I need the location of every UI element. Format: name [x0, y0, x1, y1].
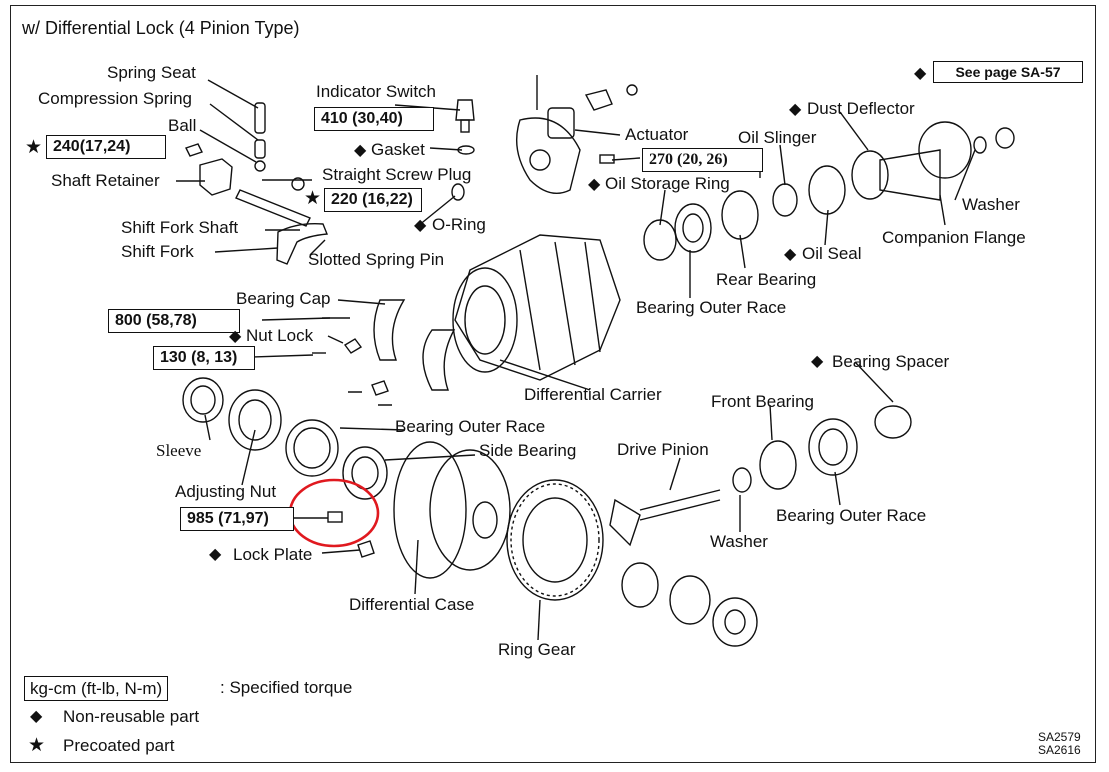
label-sleeve: Sleeve	[156, 441, 202, 460]
label-dust-deflector: Dust Deflector	[807, 99, 915, 118]
label-straight-screw-plug: Straight Screw Plug	[322, 165, 472, 184]
diamond-icon: ◆	[354, 142, 367, 159]
label-bearing-spacer: Bearing Spacer	[832, 352, 950, 371]
figure-code-1: SA2579	[1038, 730, 1081, 744]
diamond-icon: ◆	[229, 328, 242, 345]
label-actuator: Actuator	[625, 125, 689, 144]
label-washer-top: Washer	[962, 195, 1020, 214]
legend-precoated: Precoated part	[63, 736, 175, 755]
label-differential-carrier: Differential Carrier	[524, 385, 662, 404]
label-gasket: Gasket	[371, 140, 425, 159]
diamond-icon: ◆	[789, 101, 802, 118]
label-spring-seat: Spring Seat	[107, 63, 196, 82]
actuator-art	[515, 75, 638, 194]
label-rear-bearing: Rear Bearing	[716, 270, 817, 289]
label-bearing-outer-race-mid: Bearing Outer Race	[395, 417, 546, 436]
label-indicator-switch: Indicator Switch	[316, 82, 436, 101]
label-bearing-outer-race-top: Bearing Outer Race	[636, 298, 787, 317]
bearing-caps-art	[312, 299, 456, 406]
diamond-icon: ◆	[784, 246, 797, 263]
differential-case-art	[393, 441, 511, 579]
figure-code-2: SA2616	[1038, 743, 1081, 757]
torque-985: 985 (71,97)	[180, 507, 294, 531]
label-o-ring: O-Ring	[432, 215, 486, 234]
label-front-bearing: Front Bearing	[711, 392, 814, 411]
label-adjusting-nut: Adjusting Nut	[175, 482, 277, 501]
diamond-icon: ◆	[588, 176, 601, 193]
differential-carrier-art	[452, 234, 621, 381]
see-page-reference[interactable]: See page SA-57	[933, 61, 1083, 83]
label-companion-flange: Companion Flange	[882, 228, 1026, 247]
label-slotted-spring-pin: Slotted Spring Pin	[308, 250, 445, 269]
drive-pinion-art	[609, 405, 912, 647]
diamond-icon: ◆	[914, 65, 927, 82]
label-lock-plate: Lock Plate	[233, 545, 313, 564]
page-title: w/ Differential Lock (4 Pinion Type)	[22, 18, 300, 38]
legend-unit-box: kg-cm (ft-lb, N-m)	[24, 676, 169, 701]
diagram-frame	[10, 5, 1096, 763]
diamond-icon: ◆	[209, 546, 222, 563]
star-icon: ★	[28, 735, 46, 756]
label-drive-pinion: Drive Pinion	[617, 440, 709, 459]
label-shaft-retainer: Shaft Retainer	[51, 171, 160, 190]
torque-130: 130 (8, 13)	[153, 346, 255, 370]
label-differential-case: Differential Case	[349, 595, 475, 614]
label-shift-fork-shaft: Shift Fork Shaft	[121, 218, 239, 237]
label-oil-slinger: Oil Slinger	[738, 128, 817, 147]
star-icon: ★	[25, 137, 43, 158]
label-bearing-cap: Bearing Cap	[236, 289, 331, 308]
diamond-icon: ◆	[811, 353, 824, 370]
label-side-bearing: Side Bearing	[479, 441, 577, 460]
diamond-icon: ◆	[414, 217, 427, 234]
label-ring-gear: Ring Gear	[498, 640, 576, 659]
torque-410: 410 (30,40)	[314, 107, 434, 131]
label-oil-seal: Oil Seal	[802, 244, 862, 263]
legend-unit-description: : Specified torque	[220, 678, 353, 697]
diamond-icon: ◆	[30, 708, 43, 725]
ring-gear-art	[506, 479, 604, 601]
label-bearing-outer-race-right: Bearing Outer Race	[776, 506, 927, 525]
highlight-circle	[288, 478, 380, 548]
torque-240: 240(17,24)	[46, 135, 166, 159]
legend-non-reusable: Non-reusable part	[63, 707, 200, 726]
label-nut-lock: Nut Lock	[246, 326, 314, 345]
star-icon: ★	[304, 188, 322, 209]
torque-270: 270 (20, 26)	[642, 148, 763, 172]
label-shift-fork: Shift Fork	[121, 242, 194, 261]
torque-800: 800 (58,78)	[108, 309, 240, 333]
right-top-parts-art	[643, 121, 1015, 261]
lower-left-parts-art	[182, 377, 388, 558]
torque-220: 220 (16,22)	[324, 188, 422, 212]
label-washer-bottom: Washer	[710, 532, 768, 551]
label-oil-storage-ring: Oil Storage Ring	[605, 174, 730, 193]
label-ball: Ball	[168, 116, 197, 135]
shift-parts	[185, 99, 475, 265]
label-compression-spring: Compression Spring	[38, 89, 193, 108]
